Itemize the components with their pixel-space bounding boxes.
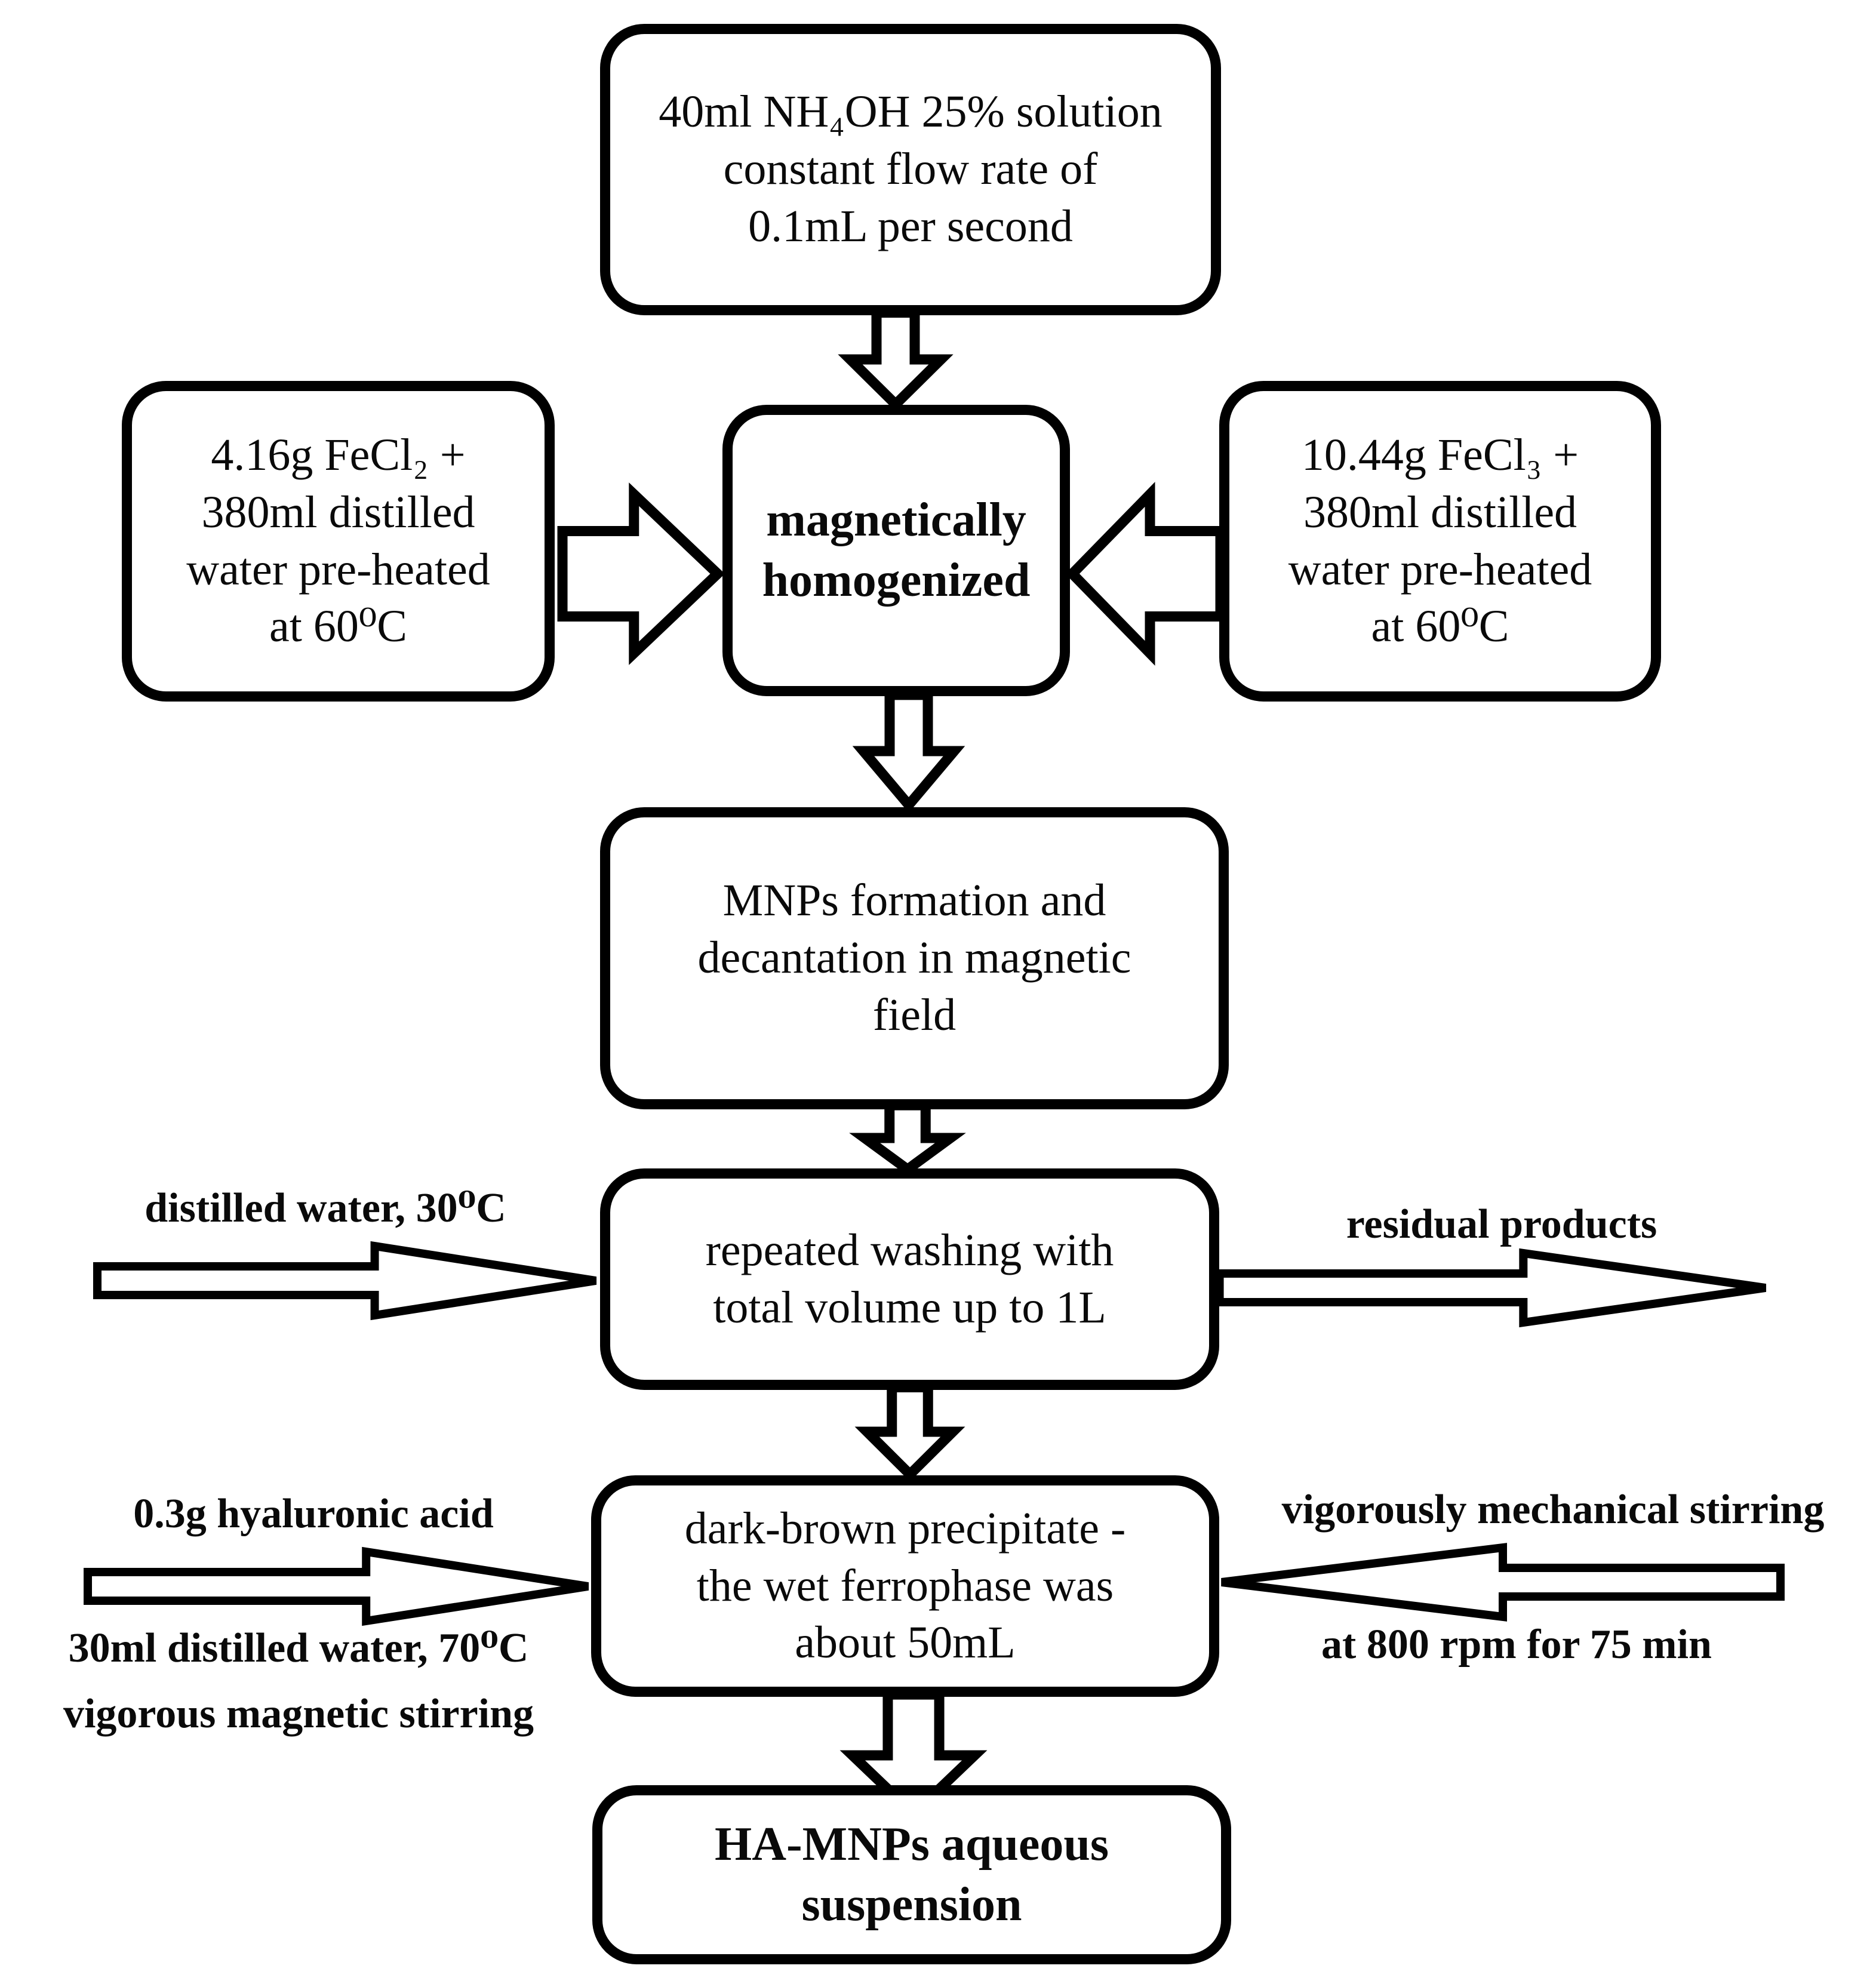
thin-left-arrow-icon bbox=[1216, 1540, 1784, 1624]
box-line: at 60⁰C bbox=[1371, 601, 1509, 652]
down-block-arrow-icon bbox=[845, 1105, 970, 1171]
box-line: at 60⁰C bbox=[269, 601, 407, 652]
box-fecl3-solution: 10.44g FeCl₃ + 380ml distilled water pre… bbox=[1219, 381, 1661, 702]
label-magnetic-stirring: vigorous magnetic stirring bbox=[63, 1691, 534, 1737]
thin-right-arrow-icon bbox=[84, 1545, 594, 1628]
box-line: the wet ferrophase was bbox=[696, 1560, 1114, 1611]
box-dark-brown-precipitate: dark-brown precipitate - the wet ferroph… bbox=[591, 1475, 1219, 1697]
box-line: MNPs formation and bbox=[722, 875, 1106, 926]
thin-right-arrow-icon bbox=[1216, 1246, 1772, 1330]
box-line: about 50mL bbox=[795, 1617, 1016, 1668]
box-line: HA-MNPs aqueous bbox=[714, 1818, 1109, 1871]
box-line: suspension bbox=[801, 1878, 1022, 1931]
box-line: repeated washing with bbox=[705, 1225, 1114, 1275]
box-line: 0.1mL per second bbox=[748, 201, 1073, 251]
label-distilled-water-70: 30ml distilled water, 70⁰C bbox=[68, 1625, 529, 1671]
box-line: magnetically bbox=[766, 494, 1026, 547]
box-line: 380ml distilled bbox=[201, 487, 475, 537]
box-fecl2-solution: 4.16g FeCl₂ + 380ml distilled water pre-… bbox=[122, 381, 555, 702]
box-ha-mnps-suspension: HA-MNPs aqueous suspension bbox=[592, 1785, 1231, 1964]
box-line: 4.16g FeCl₂ + bbox=[211, 430, 466, 480]
box-line: field bbox=[872, 989, 957, 1040]
down-block-arrow-icon bbox=[825, 1693, 1002, 1817]
box-line: dark-brown precipitate - bbox=[684, 1503, 1126, 1554]
box-line: water pre-heated bbox=[1288, 544, 1592, 595]
box-line: decantation in magnetic bbox=[697, 933, 1131, 983]
down-block-arrow-icon bbox=[830, 312, 961, 407]
box-repeated-washing: repeated washing with total volume up to… bbox=[600, 1168, 1219, 1390]
box-line: 10.44g FeCl₃ + bbox=[1301, 430, 1579, 480]
box-line: homogenized bbox=[762, 554, 1031, 607]
box-ammonia-solution: 40ml NH₄OH 25% solution constant flow ra… bbox=[600, 24, 1221, 315]
label-hyaluronic-acid: 0.3g hyaluronic acid bbox=[133, 1491, 494, 1537]
label-washing-input: distilled water, 30⁰C bbox=[144, 1185, 506, 1231]
box-line: 380ml distilled bbox=[1303, 487, 1577, 537]
right-block-arrow-icon bbox=[561, 485, 725, 663]
box-line: water pre-heated bbox=[186, 544, 490, 595]
box-magnetically-homogenized: magnetically homogenized bbox=[722, 405, 1070, 696]
box-line: 40ml NH₄OH 25% solution bbox=[659, 87, 1162, 137]
down-block-arrow-icon bbox=[843, 694, 974, 808]
box-mnps-formation: MNPs formation and decantation in magnet… bbox=[600, 807, 1229, 1109]
box-line: constant flow rate of bbox=[723, 144, 1098, 195]
label-rpm-duration: at 800 rpm for 75 min bbox=[1321, 1622, 1712, 1668]
thin-right-arrow-icon bbox=[94, 1239, 602, 1322]
label-mechanical-stirring: vigorously mechanical stirring bbox=[1281, 1487, 1825, 1533]
label-washing-output: residual products bbox=[1346, 1201, 1657, 1247]
box-line: total volume up to 1L bbox=[713, 1282, 1106, 1333]
down-block-arrow-icon bbox=[848, 1386, 972, 1477]
left-block-arrow-icon bbox=[1068, 485, 1222, 663]
